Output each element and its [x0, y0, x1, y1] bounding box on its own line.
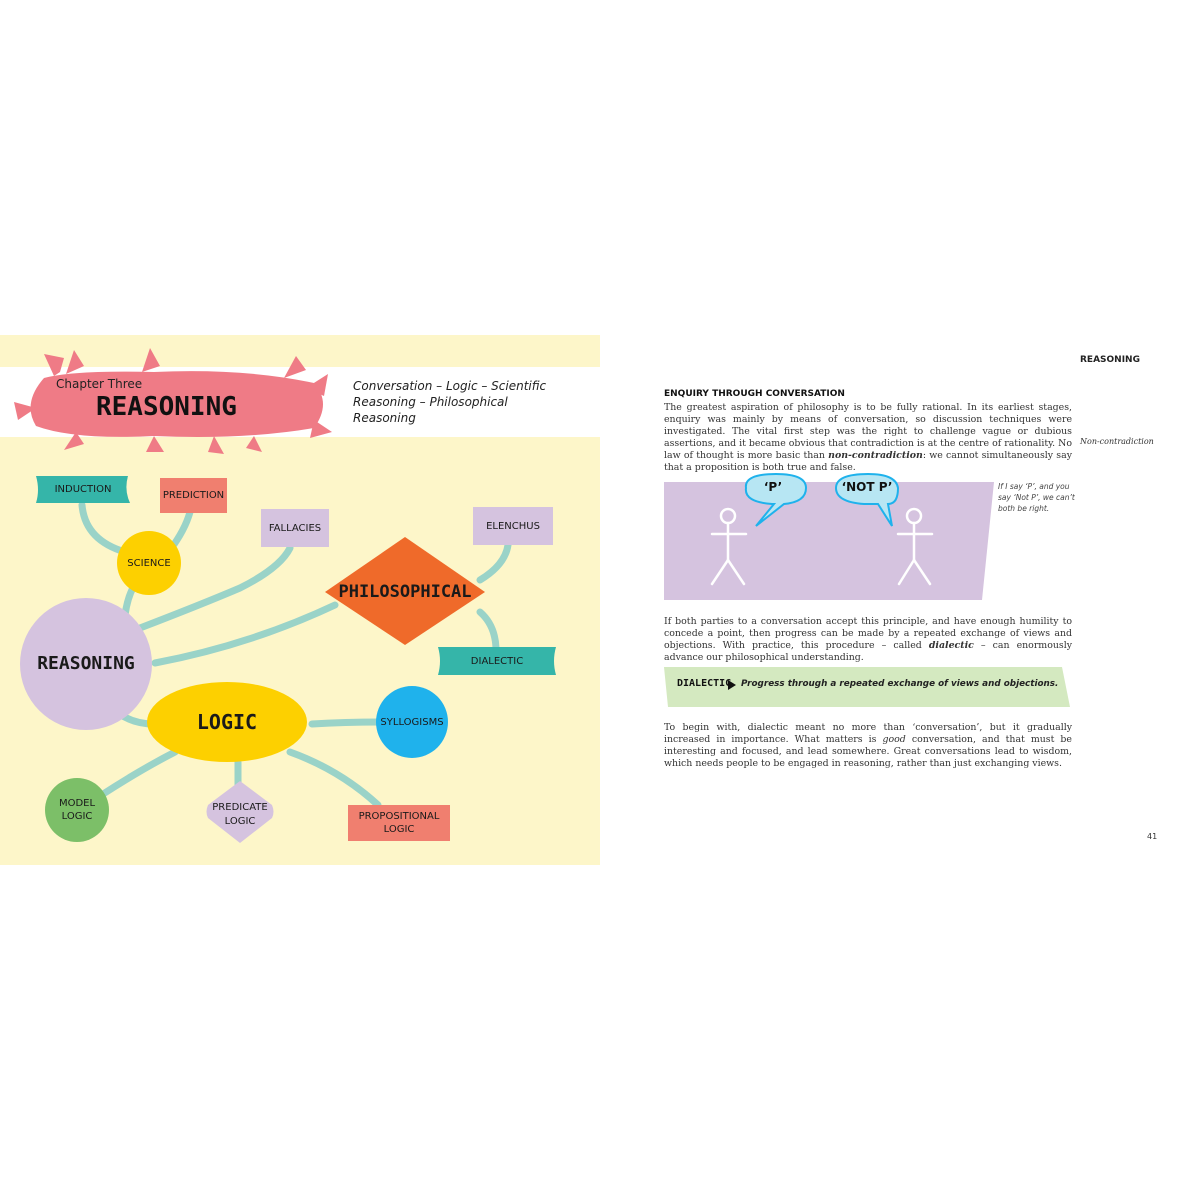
speech-bubble-left: [744, 472, 808, 527]
syllogisms-shape: [376, 686, 448, 758]
chapter-label: Chapter Three: [56, 377, 143, 391]
node-propositional-logic-line1: PROPOSITIONAL: [358, 810, 440, 822]
node-model-logic-line2: LOGIC: [61, 810, 93, 822]
logic-shape: [147, 682, 307, 762]
dialectic-shape: [438, 647, 556, 675]
chapter-title: REASONING: [96, 392, 237, 422]
definition-text: Progress through a repeated exchange of …: [741, 679, 1059, 689]
node-philosophical: PHILOSOPHICAL: [338, 581, 472, 602]
illustration-caption: If I say ‘P’, and you say ‘Not P’, we ca…: [998, 482, 1075, 513]
bubble-left-text: ‘P’: [763, 480, 783, 494]
node-prediction: PREDICTION: [162, 490, 225, 501]
philosophical-shape: [325, 537, 485, 645]
node-dialectic: DIALECTIC: [470, 655, 524, 667]
paragraph-2: If both parties to a conversation accept…: [664, 616, 1072, 663]
node-predicate-logic-line2: LOGIC: [224, 815, 256, 827]
node-logic: LOGIC: [196, 709, 258, 734]
reasoning-shape: [20, 598, 152, 730]
elenchus-shape: [473, 507, 553, 545]
conversation-illustration: [664, 472, 994, 600]
definition-strip: [664, 667, 1070, 707]
triangle-icon: [728, 680, 736, 690]
bubble-right-text: ‘NOT P’: [841, 480, 893, 494]
margin-note: Non-contradiction: [1080, 437, 1154, 446]
node-syllogisms: SYLLOGISMS: [380, 716, 444, 728]
node-science: SCIENCE: [127, 557, 171, 569]
node-predicate-logic-line1: PREDICATE: [212, 801, 268, 813]
paragraph-1: The greatest aspiration of philosophy is…: [664, 402, 1072, 473]
propositional-logic-shape: [348, 805, 450, 841]
paragraph-3: To begin with, dialectic meant no more t…: [664, 722, 1072, 769]
stick-figure-right: [896, 507, 934, 586]
model-logic-shape: [45, 778, 109, 842]
definition-term: DIALECTIC: [677, 678, 732, 689]
mind-map-shapes: [20, 476, 556, 843]
illustration-background: [664, 482, 994, 600]
section-heading: ENQUIRY THROUGH CONVERSATION: [664, 389, 845, 399]
speech-bubble-right: [834, 472, 900, 527]
chapter-title-splash: [14, 348, 332, 454]
node-reasoning: REASONING: [37, 652, 135, 674]
page-number: 41: [1147, 832, 1158, 841]
node-model-logic-line1: MODEL: [58, 797, 96, 809]
prediction-shape: [160, 478, 227, 513]
node-propositional-logic-line2: LOGIC: [383, 823, 415, 835]
fallacies-shape: [261, 509, 329, 547]
node-elenchus: ELENCHUS: [486, 520, 540, 532]
stick-figure-left: [710, 507, 748, 586]
chapter-subtitle: Conversation – Logic – Scientific Reason…: [353, 379, 547, 425]
node-induction: INDUCTION: [54, 484, 112, 495]
predicate-logic-shape: [206, 781, 274, 843]
node-fallacies: FALLACIES: [268, 522, 322, 534]
running-head: REASONING: [1080, 355, 1140, 365]
science-shape: [117, 531, 181, 595]
induction-shape: [36, 476, 130, 503]
